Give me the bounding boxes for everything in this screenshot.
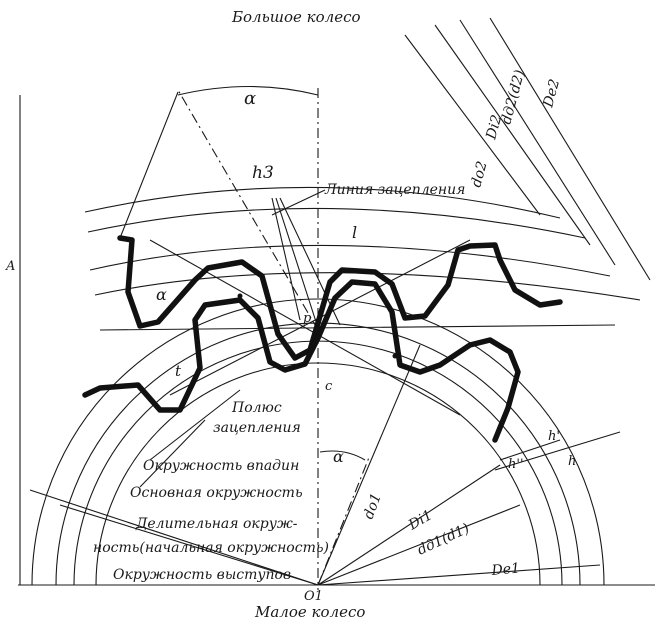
root-circle-label: Окружность впадин <box>143 458 299 474</box>
di2-symbol: Di2 <box>483 113 505 142</box>
O1-symbol: O1 <box>304 589 323 604</box>
alpha-bottom-symbol: α <box>333 447 344 466</box>
line-of-action-1 <box>149 239 461 416</box>
large-pitch-circle <box>89 244 611 277</box>
de2-symbol: De2 <box>540 77 563 110</box>
base-circle-label: Основная окружность <box>130 485 303 501</box>
leader-tip <box>29 489 319 586</box>
small-marker-2 <box>392 353 398 359</box>
h3-leader-2 <box>275 197 319 329</box>
h-prime-symbol: h' <box>548 429 560 444</box>
small-wheel-teeth <box>82 279 521 443</box>
h-prime-line <box>499 439 561 461</box>
small-wheel-dimension-rays <box>29 344 601 586</box>
loa-leader <box>271 189 326 216</box>
h-double-prime-symbol: h'' <box>508 457 524 472</box>
do2-symbol: do2 <box>468 159 490 189</box>
alpha-left-symbol: α <box>156 285 167 304</box>
do1-symbol: do1 <box>361 491 385 521</box>
p-symbol: p <box>303 311 312 326</box>
alpha-top-symbol: α <box>244 88 256 109</box>
line-of-action-label: Линия зацепления <box>324 182 465 198</box>
small-wheel-title: Малое колесо <box>254 603 365 621</box>
pitch-point-label-2: зацепления <box>213 420 301 436</box>
pitch-tangent-line <box>99 324 616 331</box>
pitch-circle-label-2: ность(начальная окружность) <box>93 540 329 556</box>
large-base-circle <box>87 207 586 239</box>
de2-line <box>489 17 651 281</box>
root-leader <box>149 389 241 461</box>
h3-symbol: h3 <box>252 163 274 183</box>
dd2-line <box>459 19 616 266</box>
large-wheel-dimension-lines <box>404 17 651 281</box>
pitch-point-label-1: Полюс <box>231 400 282 416</box>
A-symbol: A <box>5 259 15 274</box>
large-wheel-teeth <box>117 235 563 361</box>
large-wheel-circles <box>84 186 641 301</box>
dd2-symbol: dд2(d2) <box>498 68 528 126</box>
h-symbol: h <box>568 454 576 469</box>
h-dim-line <box>494 431 621 471</box>
small-tip-circle <box>31 298 605 586</box>
large-tip-circle <box>94 272 641 301</box>
base-leader <box>139 419 206 488</box>
t-symbol: t <box>175 362 182 380</box>
small-marker <box>237 293 243 299</box>
h3-leader-1 <box>271 197 301 321</box>
alpha-ray-top <box>177 89 319 331</box>
de1-ray <box>317 564 601 586</box>
leader-pitch <box>59 504 319 586</box>
de1-symbol: De1 <box>490 561 521 580</box>
c-symbol: c <box>325 379 333 394</box>
tooth-height-dimensions <box>494 431 621 471</box>
dd1-ray <box>317 504 521 586</box>
di2-line <box>434 24 591 246</box>
pitch-circle-label-1: Делительная окруж- <box>135 516 298 532</box>
pitch-point <box>314 326 322 334</box>
label-leaders <box>139 189 341 488</box>
alpha-arc-bottom <box>319 450 366 461</box>
large-wheel-title: Большое колесо <box>231 8 361 26</box>
di1-symbol: Di1 <box>405 507 435 534</box>
do2-line <box>404 34 541 216</box>
alpha-arc-top <box>177 85 319 96</box>
di1-ray <box>317 464 501 586</box>
large-root-circle <box>84 186 561 219</box>
do1-ray <box>317 344 421 586</box>
leader-left-top <box>119 91 179 239</box>
l-symbol: l <box>352 223 357 242</box>
tip-circle-label: Окружность выступов <box>113 567 291 583</box>
